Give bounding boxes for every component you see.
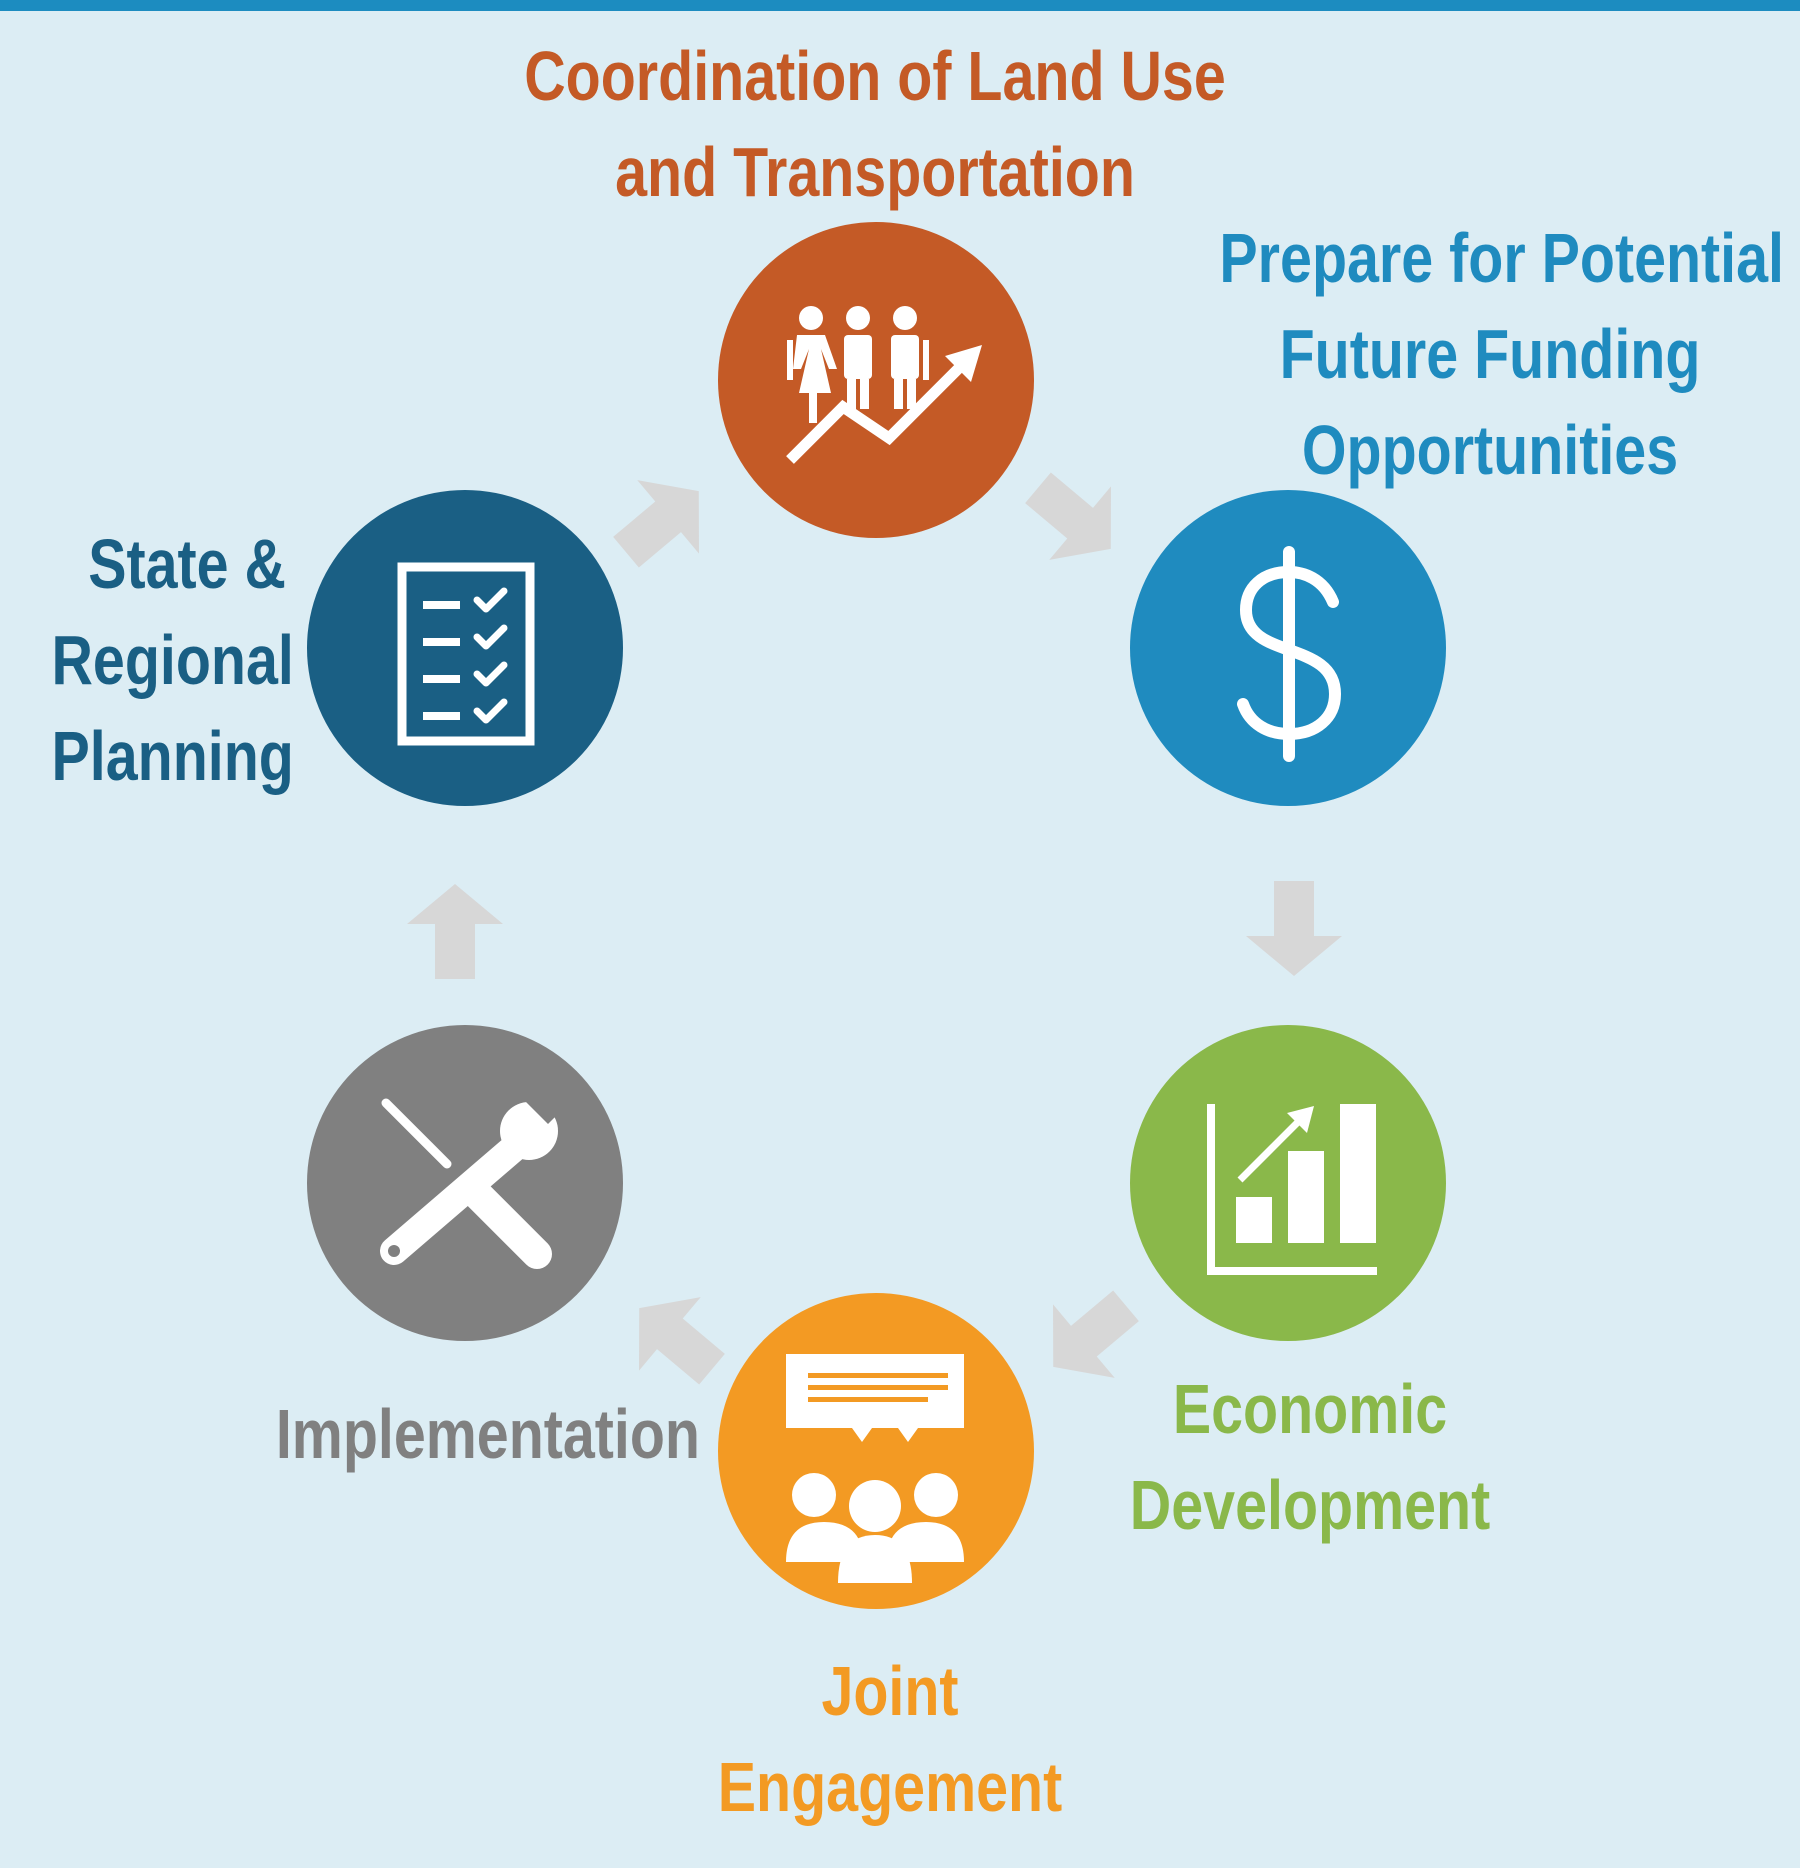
funding-node bbox=[1130, 490, 1446, 806]
state-label-line-1: State & bbox=[88, 525, 286, 603]
dollar-icon bbox=[1237, 546, 1342, 762]
joint-label: Joint Engagement bbox=[669, 1643, 1112, 1835]
coordination-label: Coordination of Land Use and Transportat… bbox=[453, 28, 1298, 220]
people-trend-up-icon bbox=[786, 306, 982, 464]
coordination-label-line-2: and Transportation bbox=[615, 133, 1135, 211]
implementation-node bbox=[307, 1025, 623, 1341]
coordination-node bbox=[718, 222, 1034, 538]
economic-node bbox=[1130, 1025, 1446, 1341]
joint-node bbox=[718, 1293, 1034, 1609]
state-label-line-2: Regional bbox=[51, 621, 294, 699]
arrow-joint-to-implementation bbox=[639, 1297, 725, 1385]
arrow-implementation-to-state bbox=[407, 884, 503, 979]
funding-label-line-2: Future Funding bbox=[1279, 315, 1701, 393]
top-accent-bar bbox=[0, 0, 1800, 11]
meeting-speech-icon bbox=[786, 1354, 964, 1583]
arrow-economic-to-joint bbox=[1053, 1290, 1139, 1378]
economic-label-line-2: Development bbox=[1129, 1466, 1491, 1544]
bar-chart-growth-icon bbox=[1207, 1104, 1377, 1275]
joint-label-line-2: Engagement bbox=[717, 1748, 1063, 1826]
joint-label-line-1: Joint bbox=[821, 1652, 959, 1730]
state-node bbox=[307, 490, 623, 806]
arrow-coordination-to-funding bbox=[1025, 472, 1111, 560]
implementation-label: Implementation bbox=[249, 1386, 700, 1482]
state-label-line-3: Planning bbox=[51, 717, 294, 795]
state-label: State & Regional Planning bbox=[51, 516, 294, 804]
funding-label-line-3: Opportunities bbox=[1301, 411, 1679, 489]
coordination-label-line-1: Coordination of Land Use bbox=[524, 37, 1226, 115]
arrow-funding-to-economic bbox=[1246, 881, 1342, 976]
economic-label-line-1: Economic bbox=[1172, 1370, 1448, 1448]
funding-label: Prepare for Potential Future Funding Opp… bbox=[1219, 210, 1784, 498]
implementation-label-line-1: Implementation bbox=[275, 1395, 700, 1473]
checklist-icon bbox=[397, 562, 535, 746]
tools-icon bbox=[380, 1086, 564, 1269]
funding-label-line-1: Prepare for Potential bbox=[1219, 219, 1784, 297]
economic-label: Economic Development bbox=[1105, 1361, 1515, 1553]
arrow-state-to-coordination bbox=[613, 480, 699, 568]
